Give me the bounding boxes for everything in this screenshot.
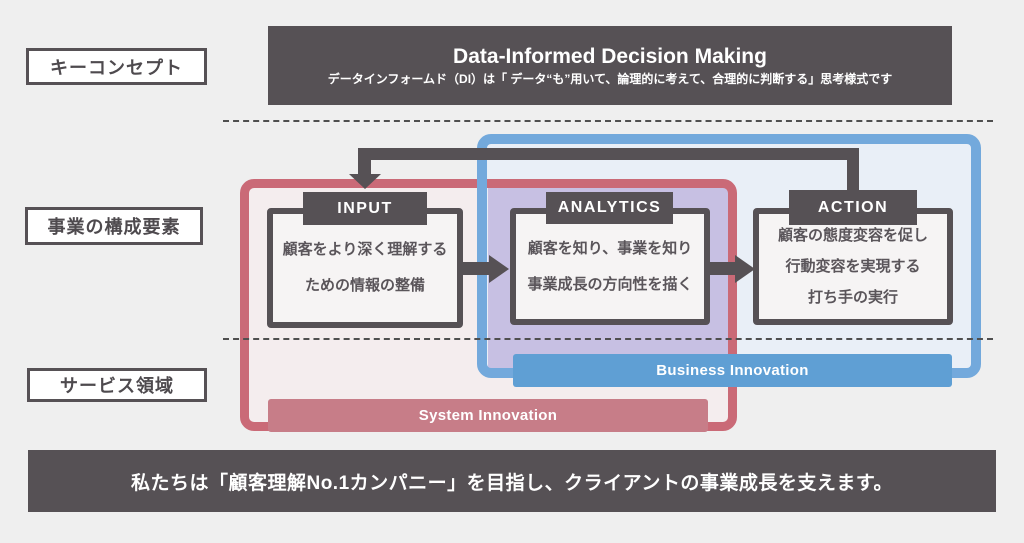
action-step-label: ACTION bbox=[789, 190, 917, 225]
system-innovation-bar: System Innovation bbox=[268, 399, 708, 432]
input-text-line: ための情報の整備 bbox=[304, 277, 425, 294]
system-innovation-label: System Innovation bbox=[418, 407, 558, 424]
feedback-arrow-down-icon bbox=[349, 174, 381, 189]
flow-arrow-right-icon bbox=[735, 255, 755, 283]
action-text-line: 顧客の態度変容を促し bbox=[777, 227, 928, 244]
side-label-components: 事業の構成要素 bbox=[25, 207, 203, 245]
feedback-arrow-left-vertical bbox=[358, 148, 371, 175]
business-innovation-label: Business Innovation bbox=[656, 362, 809, 379]
components-text: 事業の構成要素 bbox=[47, 217, 181, 237]
input-label-text: INPUT bbox=[337, 199, 393, 217]
feedback-arrow-right-vertical bbox=[847, 148, 859, 193]
action-label-text: ACTION bbox=[817, 198, 889, 216]
business-innovation-bar: Business Innovation bbox=[513, 354, 952, 387]
page-title: Data-Informed Decision Making bbox=[453, 45, 767, 68]
mission-text: 私たちは「顧客理解No.1カンパニー」を目指し、クライアントの事業成長を支えます… bbox=[130, 472, 893, 494]
page-subtitle: データインフォームド（DI）は「 データ“も”用いて、論理的に考えて、合理的に判… bbox=[327, 72, 893, 86]
divider-dashed-bottom bbox=[223, 338, 993, 340]
input-text-line: 顧客をより深く理解する bbox=[282, 241, 448, 258]
mission-banner: 私たちは「顧客理解No.1カンパニー」を目指し、クライアントの事業成長を支えます… bbox=[28, 450, 996, 512]
action-box: 顧客の態度変容を促し 行動変容を実現する 打ち手の実行 bbox=[753, 208, 953, 325]
analytics-text-line: 顧客を知り、事業を知り bbox=[527, 239, 693, 257]
input-box: 顧客をより深く理解する ための情報の整備 bbox=[267, 208, 463, 328]
divider-dashed-top bbox=[223, 120, 993, 122]
flow-arrow-shaft bbox=[709, 262, 735, 275]
analytics-box: 顧客を知り、事業を知り 事業成長の方向性を描く bbox=[510, 208, 710, 325]
header-banner: Data-Informed Decision Making データインフォームド… bbox=[268, 26, 952, 105]
analytics-label-text: ANALYTICS bbox=[557, 199, 662, 216]
action-text-line: 打ち手の実行 bbox=[807, 289, 898, 306]
flow-arrow-right-icon bbox=[489, 255, 509, 283]
side-label-service-area: サービス領域 bbox=[27, 368, 207, 402]
analytics-step-label: ANALYTICS bbox=[546, 192, 673, 224]
action-text-line: 行動変容を実現する bbox=[785, 258, 921, 275]
flow-arrow-shaft bbox=[463, 262, 489, 275]
service-area-text: サービス領域 bbox=[60, 376, 174, 396]
analytics-text-line: 事業成長の方向性を描く bbox=[527, 275, 693, 293]
feedback-arrow-horizontal bbox=[358, 148, 859, 160]
input-step-label: INPUT bbox=[303, 192, 427, 225]
key-concept-text: キーコンセプト bbox=[50, 57, 183, 78]
side-label-key-concept: キーコンセプト bbox=[26, 48, 207, 85]
